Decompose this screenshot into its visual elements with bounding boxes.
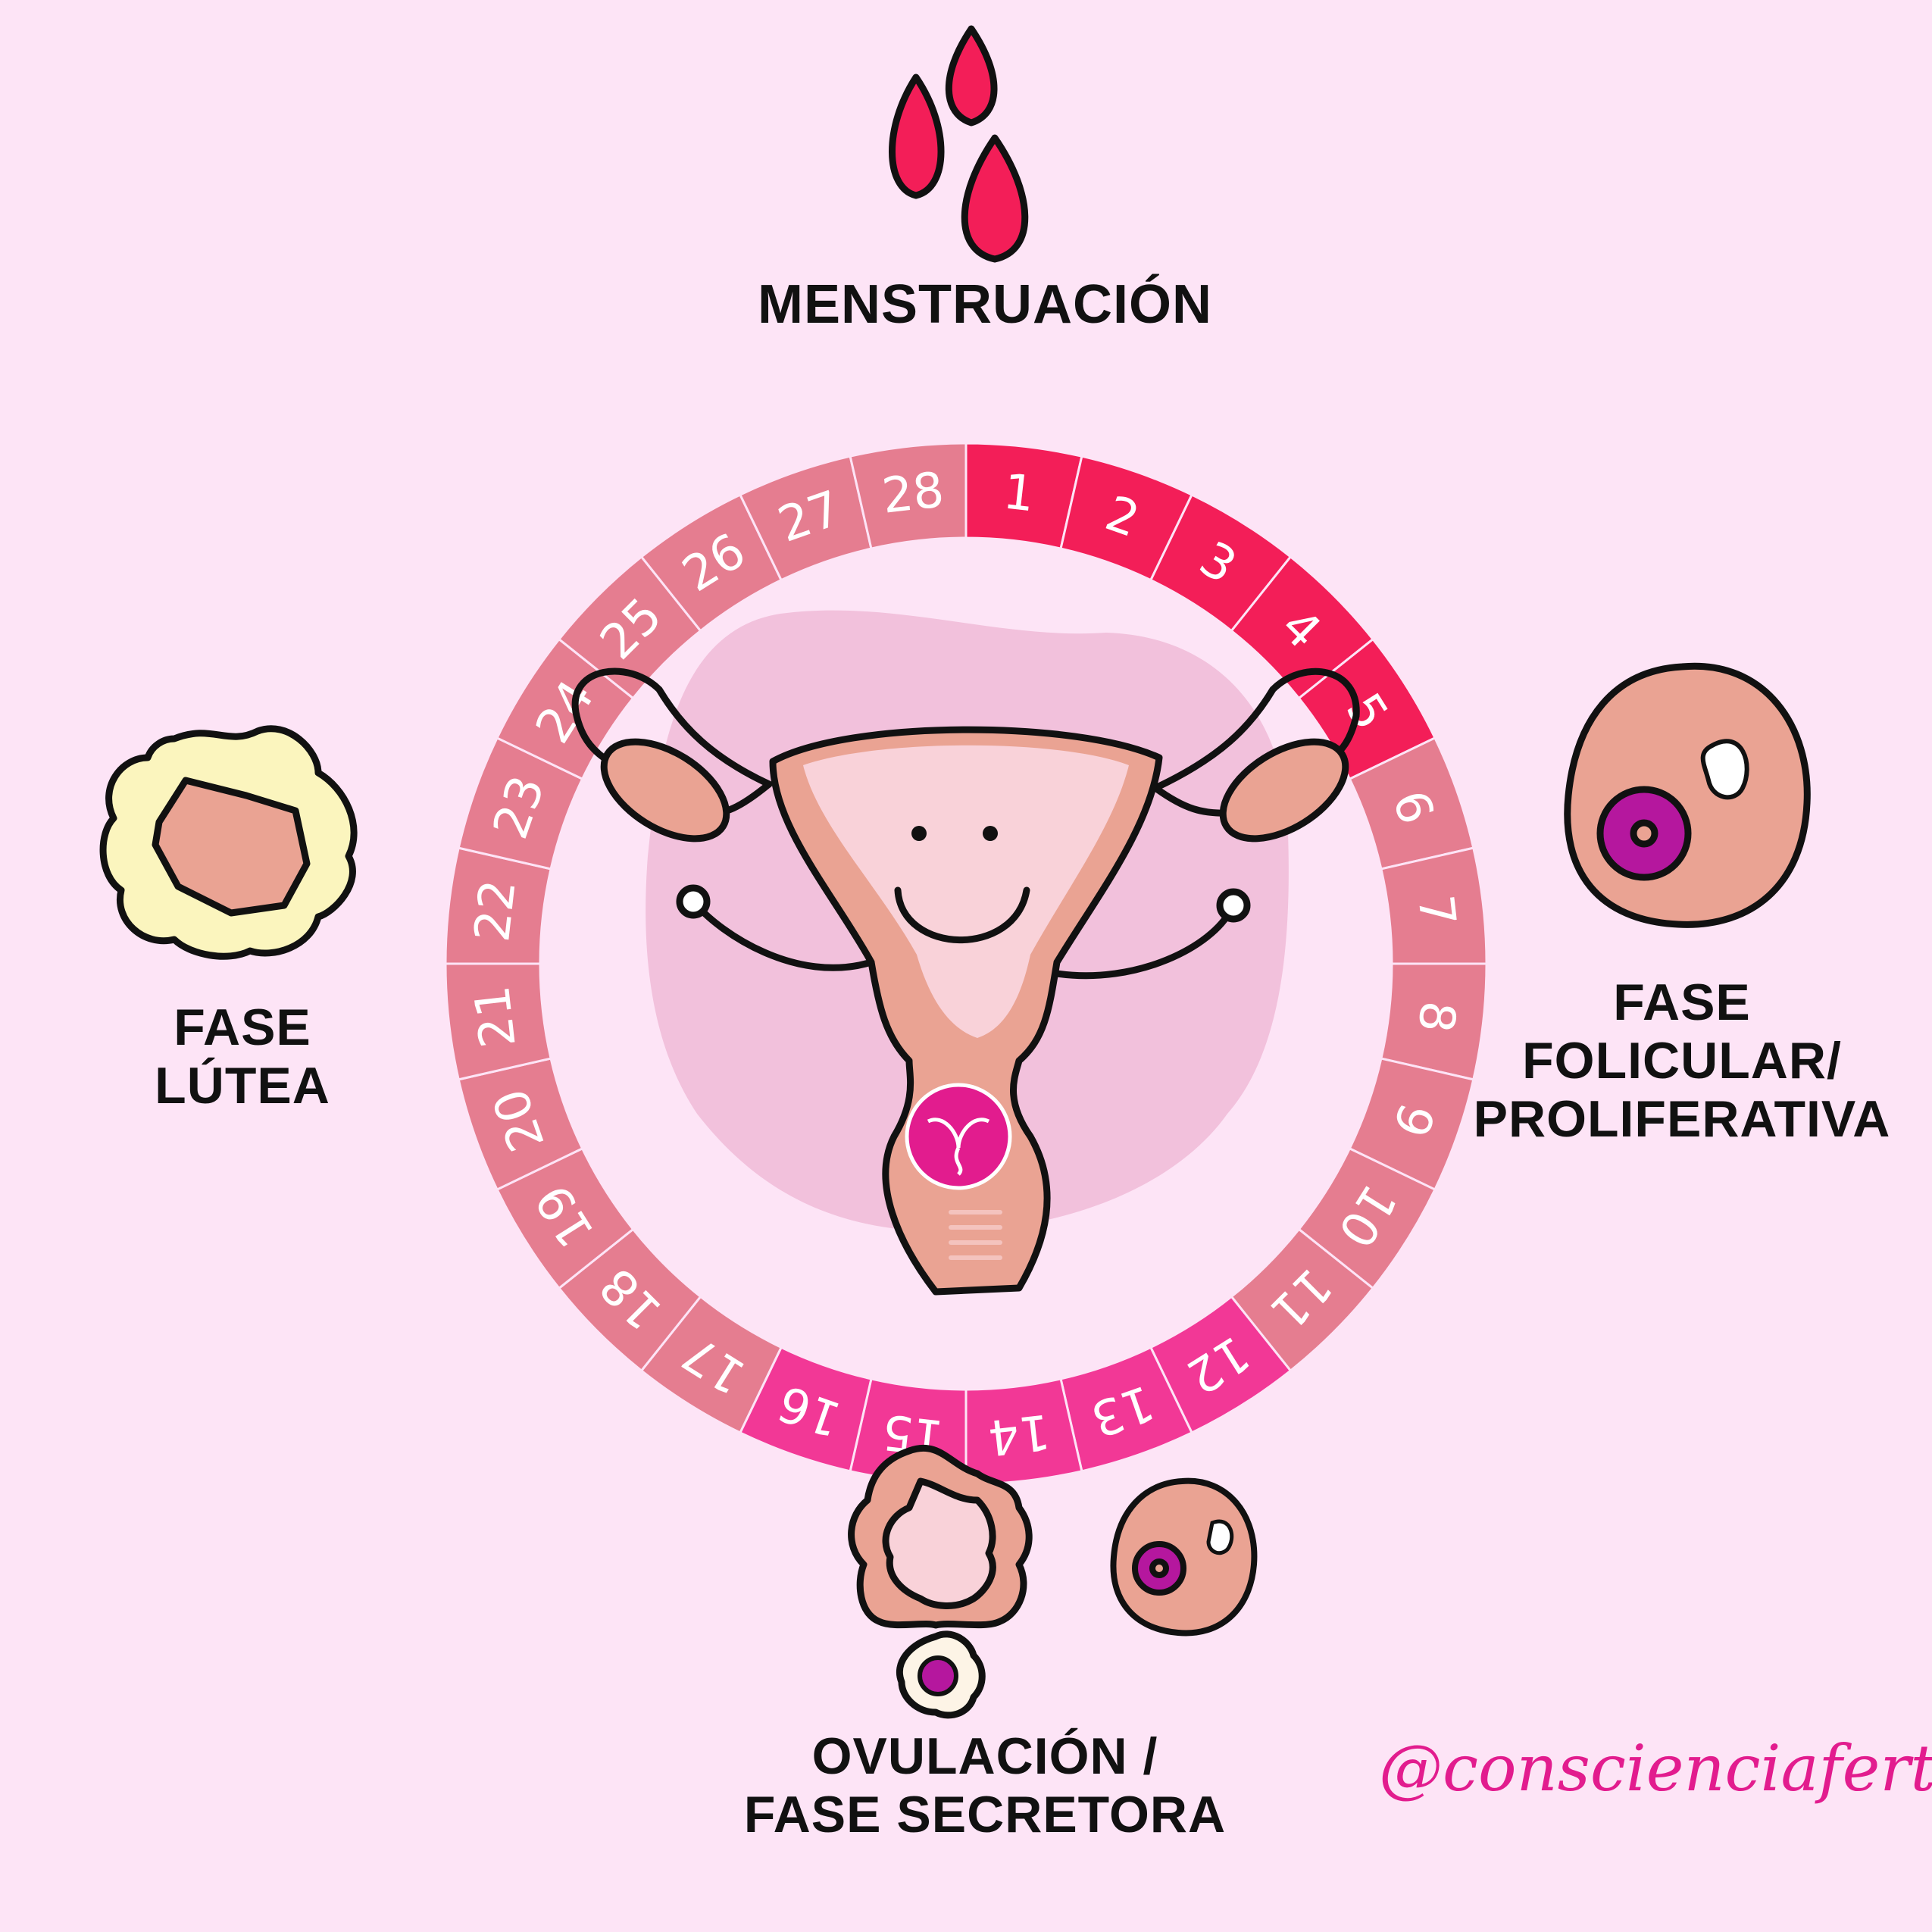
- follicular-line-3: PROLIFERATIVA: [1473, 1089, 1891, 1148]
- corpus-luteum-icon: [99, 725, 358, 960]
- ovulation-line-1: OVULACIÓN /: [811, 1727, 1158, 1785]
- ovum-icon: [896, 1630, 986, 1719]
- cycle-day-segment: [849, 442, 968, 550]
- ovulation-phase-label: OVULACIÓN / FASE SECRETORA: [667, 1727, 1303, 1844]
- follicular-line-2: FOLICULAR/: [1522, 1031, 1842, 1089]
- blood-drops-icon: [889, 25, 1029, 263]
- menstruation-label: MENSTRUACIÓN: [727, 274, 1243, 336]
- luteal-line-2: LÚTEA: [155, 1056, 330, 1114]
- ruptured-follicle-icon: [848, 1444, 1033, 1629]
- small-follicle-icon: [1110, 1477, 1258, 1637]
- cycle-day-label: 14: [985, 1402, 1052, 1465]
- follicle-cell-icon: [1564, 662, 1811, 928]
- cycle-day-label: 1: [1001, 464, 1038, 523]
- follicular-line-1: FASE: [1613, 974, 1751, 1031]
- luteal-phase-label: FASE LÚTEA: [106, 999, 379, 1115]
- ovulation-line-2: FASE SECRETORA: [743, 1785, 1227, 1843]
- cycle-day-label: 28: [879, 462, 946, 525]
- cycle-day-label: 8: [1407, 999, 1466, 1036]
- uterus-character-icon: [571, 667, 1360, 1296]
- luteal-line-1: FASE: [174, 999, 311, 1056]
- follicular-phase-label: FASE FOLICULAR/ PROLIFERATIVA: [1462, 974, 1902, 1148]
- menstruation-text: MENSTRUACIÓN: [758, 274, 1212, 335]
- cycle-day-label: 21: [464, 983, 527, 1050]
- uterus-logo-icon: [905, 1083, 1012, 1190]
- cycle-day-label: 22: [464, 877, 527, 944]
- social-handle: @conscienciafertil: [1379, 1731, 1932, 1805]
- cycle-day-label: 7: [1407, 893, 1466, 930]
